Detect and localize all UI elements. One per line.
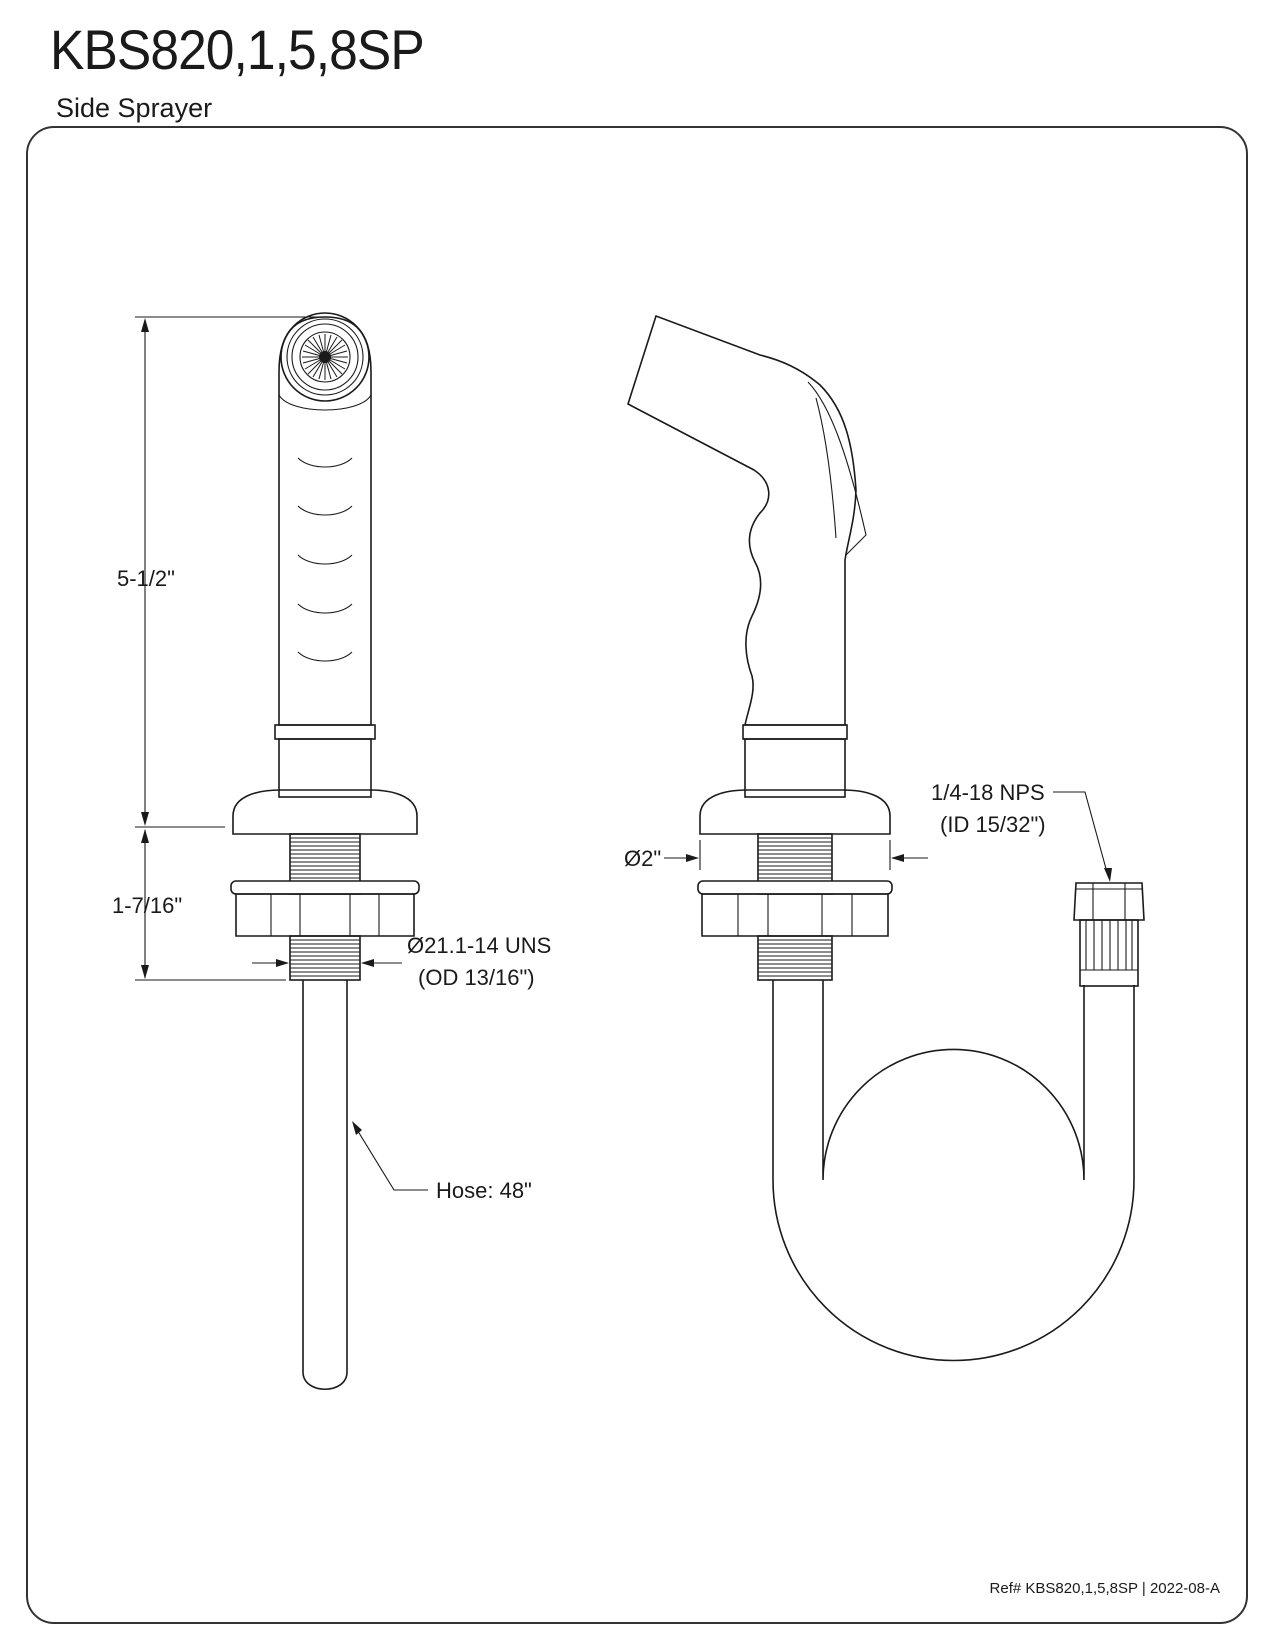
coiled-hose (772, 882, 1145, 1362)
front-view-sprayer (230, 312, 420, 1391)
page-subtitle: Side Sprayer (56, 93, 213, 123)
dim-fitting-id: (ID 15/32") (940, 812, 1046, 837)
dim-thread-spec: Ø21.1-14 UNS (407, 933, 551, 958)
dim-sprayer-height: 5-1/2" (117, 566, 175, 591)
reference-note: Ref# KBS820,1,5,8SP | 2022-08-A (990, 1580, 1220, 1597)
page-title: KBS820,1,5,8SP (50, 18, 425, 81)
dim-hose-length: Hose: 48" (436, 1178, 532, 1203)
dimension-lines-right (664, 791, 1112, 882)
dim-shank-height: 1-7/16" (112, 893, 182, 918)
dim-fitting-spec: 1/4-18 NPS (931, 780, 1045, 805)
lower-thread (290, 939, 360, 977)
dim-thread-od: (OD 13/16") (418, 965, 535, 990)
dimension-lines-left (135, 316, 428, 1191)
side-view-sprayer (627, 314, 893, 981)
dim-base-diameter: Ø2" (624, 846, 661, 871)
drawing-frame (26, 126, 1248, 1624)
